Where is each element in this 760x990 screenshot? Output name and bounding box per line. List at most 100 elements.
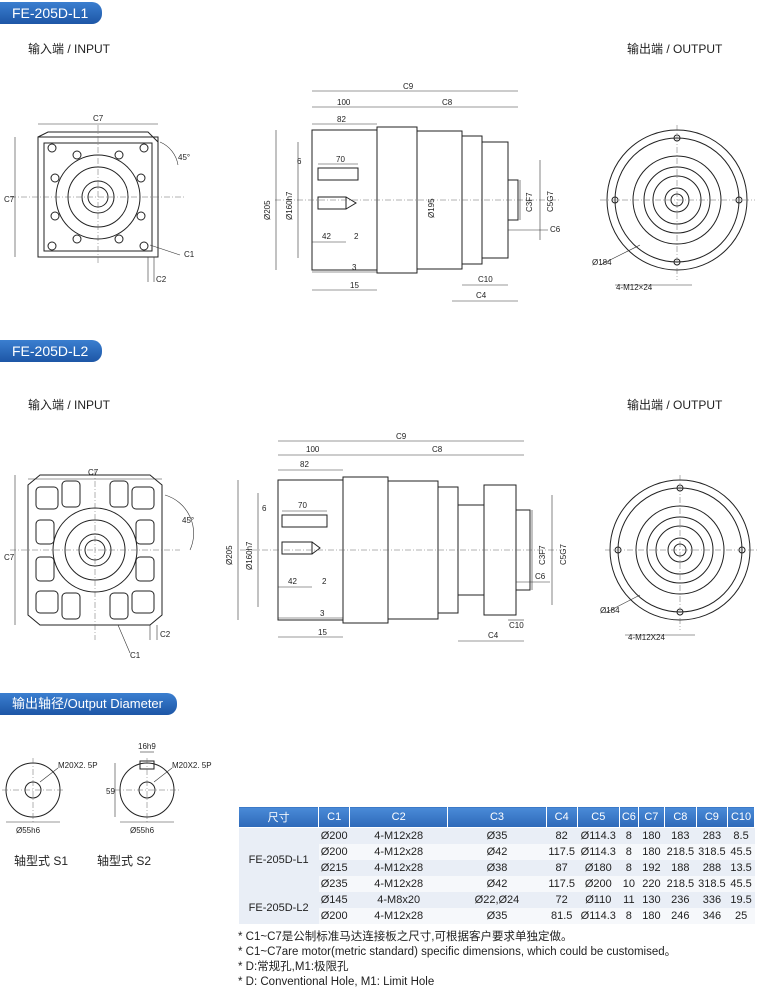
l1-phi184: Ø184 bbox=[592, 258, 612, 267]
l2-input-view: C7 C7 45° C2 C1 bbox=[4, 468, 194, 660]
l2-c9: C9 bbox=[396, 432, 407, 441]
cell: 4-M8x20 bbox=[349, 892, 448, 908]
cell: 8 bbox=[619, 827, 639, 844]
l1-d6: 6 bbox=[297, 157, 302, 166]
cell: 218.5 bbox=[664, 844, 697, 860]
l2-c4: C4 bbox=[488, 631, 499, 640]
l1-phi205: Ø205 bbox=[263, 200, 272, 220]
cell: 180 bbox=[638, 827, 665, 844]
l1-c5: C5G7 bbox=[546, 191, 555, 212]
cell: 346 bbox=[696, 908, 728, 924]
cell: 11 bbox=[619, 892, 639, 908]
l2-d3: 3 bbox=[320, 609, 325, 618]
cell: Ø38 bbox=[447, 860, 547, 876]
cell: 220 bbox=[638, 876, 665, 892]
cell: Ø200 bbox=[318, 827, 350, 844]
l2-holes: 4-M12X24 bbox=[628, 633, 665, 642]
l1-c9: C9 bbox=[403, 82, 414, 91]
drawing-l2: C7 C7 45° C2 C1 C9 100 C8 82 70 6 42 2 bbox=[4, 432, 758, 660]
l1-c10: C10 bbox=[478, 275, 493, 284]
l2-c10: C10 bbox=[509, 621, 524, 630]
l2-d82: 82 bbox=[300, 460, 309, 469]
cell: Ø114.3 bbox=[577, 844, 620, 860]
shaft-s1: M20X2. 5P Ø55h6 bbox=[2, 758, 98, 835]
cell: 283 bbox=[696, 827, 728, 844]
l2-side-view: C9 100 C8 82 70 6 42 2 3 15 Ø205 Ø160h7 … bbox=[225, 432, 568, 642]
s2-diameter: Ø55h6 bbox=[130, 826, 155, 835]
cell: Ø200 bbox=[318, 908, 350, 924]
l1-angle: 45° bbox=[178, 153, 190, 162]
l1-c6: C6 bbox=[550, 225, 561, 234]
shaft-s2-label: 轴型式 S2 bbox=[97, 854, 152, 868]
cell: 236 bbox=[664, 892, 697, 908]
l1-c8: C8 bbox=[442, 98, 453, 107]
note-line: * D: Conventional Hole, M1: Limit Hole bbox=[238, 976, 435, 988]
spec-header-row: 尺寸 C1 C2 C3 C4 C5 C6 C7 C8 C9 C10 bbox=[237, 806, 755, 828]
note-line: * C1~C7是公制标准马达连接板之尺寸,可根据客户要求单独定做。 bbox=[238, 931, 573, 943]
shaft-s1-label: 轴型式 S1 bbox=[14, 854, 69, 868]
cell: Ø42 bbox=[447, 876, 547, 892]
spec-table: 尺寸 C1 C2 C3 C4 C5 C6 C7 C8 C9 C10 FE-205… bbox=[237, 806, 755, 924]
model-cell: FE-205D-L1 bbox=[238, 827, 319, 892]
cell: 117.5 bbox=[546, 844, 578, 860]
cell: 4-M12x28 bbox=[349, 876, 448, 892]
cell: Ø35 bbox=[447, 908, 547, 924]
cell: Ø145 bbox=[318, 892, 350, 908]
output-label-l1: 输出端 / OUTPUT bbox=[627, 42, 723, 56]
cell: 8.5 bbox=[727, 827, 755, 844]
header-size: 尺寸 bbox=[237, 806, 320, 828]
cell: 4-M12x28 bbox=[349, 827, 448, 844]
header-c2: C2 bbox=[349, 806, 449, 828]
cell: 188 bbox=[664, 860, 697, 876]
l1-d70: 70 bbox=[336, 155, 345, 164]
l1-phi160: Ø160h7 bbox=[285, 191, 294, 220]
cell: 4-M12x28 bbox=[349, 908, 448, 924]
section-title-l2: FE-205D-L2 bbox=[0, 340, 103, 362]
l2-d15: 15 bbox=[318, 628, 327, 637]
cell: 4-M12x28 bbox=[349, 860, 448, 876]
cell: 246 bbox=[664, 908, 697, 924]
notes: * C1~C7是公制标准马达连接板之尺寸,可根据客户要求单独定做。 * C1~C… bbox=[238, 930, 676, 990]
cell: 19.5 bbox=[727, 892, 755, 908]
cell: 288 bbox=[696, 860, 728, 876]
section-title-l1: FE-205D-L1 bbox=[0, 2, 103, 24]
cell: 45.5 bbox=[727, 844, 755, 860]
shaft-s2: 16h9 59 M20X2. 5P Ø55h6 bbox=[106, 742, 212, 835]
s2-thread: M20X2. 5P bbox=[172, 761, 212, 770]
cell: Ø114.3 bbox=[577, 908, 620, 924]
cell: Ø235 bbox=[318, 876, 350, 892]
l1-d3: 3 bbox=[352, 263, 357, 272]
cell: 87 bbox=[546, 860, 578, 876]
header-c10: C10 bbox=[727, 806, 755, 828]
header-c5: C5 bbox=[576, 806, 621, 828]
cell: 180 bbox=[638, 844, 665, 860]
l2-phi160: Ø160h7 bbox=[245, 541, 254, 570]
cell: Ø22,Ø24 bbox=[447, 892, 547, 908]
input-label-l2: 输入端 / INPUT bbox=[28, 398, 111, 412]
section-title-output-diameter: 输出轴径/Output Diameter bbox=[0, 693, 177, 715]
l1-c2: C2 bbox=[156, 275, 167, 284]
output-label-l2: 输出端 / OUTPUT bbox=[627, 398, 723, 412]
l1-d15: 15 bbox=[350, 281, 359, 290]
cell: 318.5 bbox=[696, 844, 728, 860]
l1-c4: C4 bbox=[476, 291, 487, 300]
table-row: FE-205D-L2 Ø145 4-M8x20 Ø22,Ø24 72 Ø110 … bbox=[238, 892, 755, 924]
table-row: Ø235 4-M12x28 Ø42 117.5 Ø200 10 220 218.… bbox=[239, 876, 755, 892]
l1-side-view: C9 100 C8 82 70 6 42 2 3 15 Ø205 Ø160h7 … bbox=[263, 82, 561, 302]
s1-diameter: Ø55h6 bbox=[16, 826, 41, 835]
l2-output-view: Ø184 4-M12X24 bbox=[600, 475, 758, 642]
model-cell: FE-205D-L2 bbox=[238, 892, 319, 924]
cell: 13.5 bbox=[727, 860, 755, 876]
table-row: Ø200 4-M12x28 Ø35 81.5 Ø114.3 8 180 246 … bbox=[239, 908, 755, 924]
cell: 117.5 bbox=[546, 876, 578, 892]
table-row: FE-205D-L1 Ø200 4-M12x28 Ø35 82 Ø114.3 8… bbox=[238, 827, 755, 892]
cell: 45.5 bbox=[727, 876, 755, 892]
cell: 25 bbox=[727, 908, 755, 924]
table-row: Ø215 4-M12x28 Ø38 87 Ø180 8 192 188 288 … bbox=[239, 860, 755, 876]
note-line: * C1~C7are motor(metric standard) specif… bbox=[238, 946, 677, 958]
shaft-drawings: M20X2. 5P Ø55h6 16h9 59 M20X2. 5P Ø55h6 bbox=[2, 742, 212, 835]
l2-c1: C1 bbox=[130, 651, 141, 660]
cell: Ø110 bbox=[577, 892, 620, 908]
l1-holes: 4-M12×24 bbox=[616, 283, 653, 292]
cell: 10 bbox=[619, 876, 639, 892]
